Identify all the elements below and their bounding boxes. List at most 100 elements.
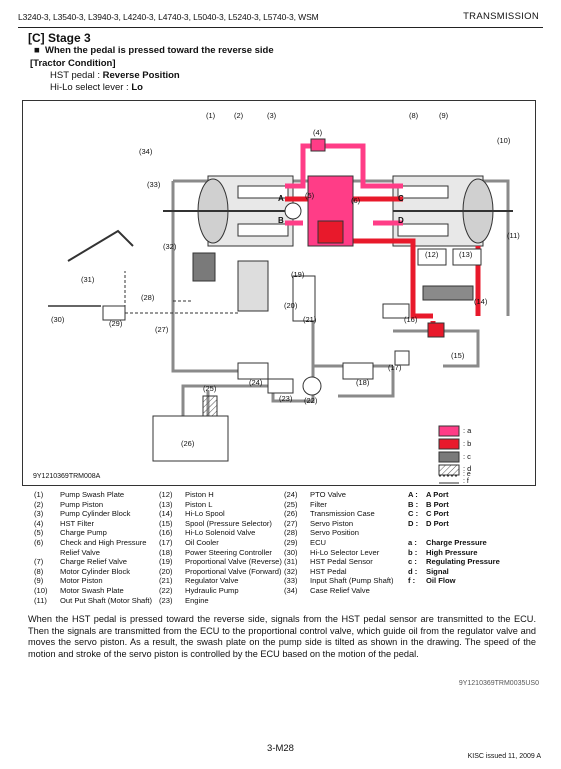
part-number: (14): [159, 509, 173, 519]
part-label: Input Shaft (Pump Shaft): [310, 576, 394, 586]
legend-label-f: : f: [463, 478, 469, 485]
check-relief-valve: [317, 220, 344, 244]
parts-list-item: c :Regulating Pressure: [408, 557, 500, 567]
subtitle-text: When the pedal is pressed toward the rev…: [45, 45, 274, 56]
parts-list-item: (13)Piston L: [159, 500, 282, 510]
part-label: Hydraulic Pump: [185, 585, 239, 595]
parts-list-item: (6)Check and High Pressure: [34, 538, 152, 548]
parts-list-item: (10)Motor Swash Plate: [34, 586, 152, 596]
hst-filter: [310, 138, 326, 152]
part-label: PTO Valve: [310, 490, 347, 499]
filter: [202, 395, 218, 417]
parts-list-item: (11)Out Put Shaft (Motor Shaft): [34, 596, 152, 606]
hydraulic-diagram-figure: (1) (2) (3) (4) (5) (6) (8) (9) (10) (11…: [22, 100, 536, 486]
part-number: (10): [34, 585, 48, 595]
callout-34: (34): [139, 147, 153, 156]
part-label: Check and High Pressure: [60, 537, 147, 547]
part-label: Piston L: [185, 499, 213, 509]
callout-21: (21): [303, 315, 317, 324]
part-label: Servo Piston: [310, 518, 354, 528]
part-label: Hi-Lo Spool: [185, 509, 225, 519]
part-label: Relief Valve: [60, 547, 100, 557]
part-number: A :: [408, 490, 418, 499]
part-number: B :: [408, 499, 419, 509]
part-label: Spool (Pressure Selector): [185, 518, 272, 528]
part-number: (21): [159, 576, 173, 586]
condition-value: Reverse Position: [102, 70, 180, 81]
part-number: (20): [159, 566, 173, 576]
parts-list-item: (21) Regulator Valve: [159, 576, 282, 586]
part-number: d :: [408, 566, 418, 576]
parts-list-item: b :High Pressure: [408, 548, 500, 558]
part-number: c :: [408, 557, 417, 567]
power-steering-box: [342, 362, 374, 380]
part-label: Charge Pump: [60, 528, 107, 538]
parts-list-item: A :A Port: [408, 490, 500, 500]
part-label: Proportional Valve (Forward): [185, 566, 282, 576]
pump-unit: [163, 175, 294, 247]
part-number: (16): [159, 528, 173, 538]
part-number: (31): [284, 557, 298, 567]
port-label-d: D: [398, 216, 404, 225]
part-label: HST Filter: [60, 518, 95, 528]
hi-lo-spool: [422, 285, 474, 301]
parts-list-item: (29)ECU: [284, 538, 394, 548]
part-number: (34): [284, 585, 298, 595]
parts-list-item: (26)Transmission Case: [284, 509, 394, 519]
parts-list-item: (20) Proportional Valve (Forward): [159, 567, 282, 577]
parts-list-item: (7)Charge Relief Valve: [34, 557, 152, 567]
callout-19: (19): [291, 270, 305, 279]
condition-title: [Tractor Condition]: [30, 58, 116, 69]
callout-9: (9): [439, 111, 449, 120]
legend-label-e: : e: [463, 471, 471, 478]
part-number: (3): [34, 509, 44, 519]
part-number: (27): [284, 518, 298, 528]
part-number: (30): [284, 547, 298, 557]
parts-list-item: (27) Servo Piston: [284, 519, 394, 529]
header-section: TRANSMISSION: [463, 11, 539, 22]
parts-list-item: (5)Charge Pump: [34, 528, 152, 538]
legend-label-c: : c: [463, 452, 471, 461]
parts-column-3: (24)PTO Valve(25)Filter(26)Transmission …: [284, 490, 394, 596]
hi-lo-solenoid: [382, 303, 410, 319]
part-number: (12): [159, 490, 173, 499]
callout-18: (18): [356, 378, 370, 387]
issued-note: KISC issued 11, 2009 A: [467, 753, 541, 760]
part-label: Hi-Lo Selector Lever: [310, 547, 380, 557]
signal-lines: [124, 271, 238, 314]
callout-6: (6): [351, 196, 361, 205]
description-paragraph: When the HST pedal is pressed toward the…: [28, 614, 536, 659]
part-label: Pump Swash Plate: [60, 490, 125, 499]
part-number: D :: [408, 518, 419, 528]
part-label: High Pressure: [426, 547, 478, 557]
callout-1: (1): [206, 111, 216, 120]
part-number: a :: [408, 537, 417, 547]
callout-22: (22): [304, 396, 318, 405]
part-number: (33): [284, 576, 298, 586]
page-number: 3-M28: [267, 743, 294, 754]
engine-box: [267, 378, 294, 394]
transmission-case: [152, 415, 229, 462]
part-number: (32): [284, 566, 298, 576]
condition-label: HST pedal :: [50, 70, 103, 81]
piston-h: [417, 248, 447, 266]
part-label: Piston H: [185, 490, 214, 499]
part-number: (1): [34, 490, 44, 499]
callout-12: (12): [425, 250, 439, 259]
condition-hst-pedal: HST pedal : Reverse Position: [50, 70, 180, 81]
callout-5: (5): [305, 191, 315, 200]
condition-hilo-lever: Hi-Lo select lever : Lo: [50, 82, 143, 93]
callout-30: (30): [51, 315, 65, 324]
parts-list-item: (28)Servo Position: [284, 528, 394, 538]
parts-list-item: (15)Spool (Pressure Selector): [159, 519, 282, 529]
part-label: Hi-Lo Solenoid Valve: [185, 528, 256, 538]
parts-list-item: (17)Oil Cooler: [159, 538, 282, 548]
parts-list-item: d :Signal: [408, 567, 500, 577]
part-number: (19): [159, 557, 173, 567]
parts-list-item: (14) Hi-Lo Spool: [159, 509, 282, 519]
part-label: Regulator Valve: [185, 576, 239, 586]
part-label: Motor Piston: [60, 576, 103, 586]
parts-column-1: (1)Pump Swash Plate(2)Pump Piston(3)Pump…: [34, 490, 152, 605]
callout-3: (3): [267, 111, 277, 120]
